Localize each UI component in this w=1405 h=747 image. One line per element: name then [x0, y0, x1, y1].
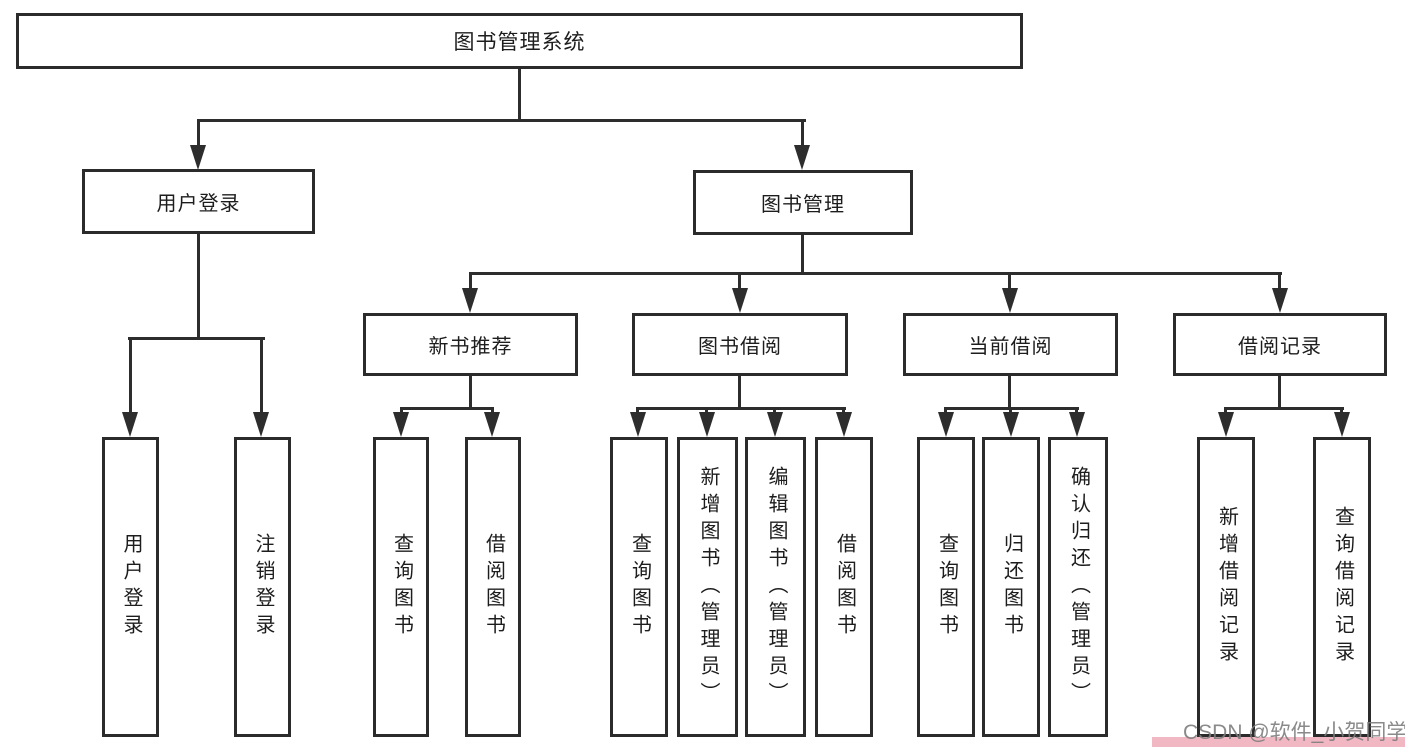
- connector-current-stem: [1008, 376, 1011, 409]
- leaf-confirm-return-admin: 确认归还（管理员）: [1048, 437, 1108, 737]
- connector-drop: [1340, 407, 1343, 415]
- node-book-management: 图书管理: [693, 170, 913, 235]
- arrow-down-icon: [836, 412, 852, 437]
- connector-drop-borrow-records: [1278, 272, 1281, 290]
- connector-drop: [636, 407, 639, 415]
- connector-borrow-stem: [738, 376, 741, 409]
- node-label: 图书管理系统: [453, 31, 586, 54]
- watermark-text: CSDN @软件_小贺同学: [1183, 721, 1405, 744]
- watermark-strip: [1152, 737, 1405, 747]
- connector-drop-leaf-login: [129, 337, 132, 415]
- node-label: 查询图书: [390, 533, 413, 641]
- arrow-down-icon: [1334, 412, 1350, 437]
- leaf-return-books: 归还图书: [982, 437, 1040, 737]
- node-label: 图书借阅: [698, 336, 782, 358]
- arrow-down-icon: [1002, 288, 1018, 313]
- node-root-system: 图书管理系统: [16, 13, 1023, 69]
- connector-drop: [491, 407, 494, 415]
- leaf-query-books-recommend: 查询图书: [373, 437, 429, 737]
- arrow-down-icon: [938, 412, 954, 437]
- connector-drop-book-mgmt: [801, 119, 804, 147]
- connector-drop: [773, 407, 776, 415]
- arrow-down-icon: [462, 288, 478, 313]
- connector-records-stem: [1278, 376, 1281, 409]
- leaf-query-borrow-record: 查询借阅记录: [1313, 437, 1371, 737]
- node-book-borrowing: 图书借阅: [632, 313, 848, 376]
- connector-records-bar: [1225, 407, 1344, 410]
- leaf-borrow-books: 借阅图书: [815, 437, 873, 737]
- arrow-down-icon: [699, 412, 715, 437]
- connector-drop: [842, 407, 845, 415]
- connector-drop: [1075, 407, 1078, 415]
- node-label: 借阅图书: [482, 533, 505, 641]
- arrow-down-icon: [1218, 412, 1234, 437]
- connector-drop: [1009, 407, 1012, 415]
- arrow-down-icon: [1272, 288, 1288, 313]
- node-current-borrowing: 当前借阅: [903, 313, 1118, 376]
- node-user-login: 用户登录: [82, 169, 315, 234]
- node-label: 借阅图书: [833, 533, 856, 641]
- node-label: 图书管理: [761, 194, 845, 216]
- node-label: 用户登录: [120, 533, 142, 641]
- connector-newbook-stem: [469, 376, 472, 409]
- arrow-down-icon: [630, 412, 646, 437]
- leaf-user-login: 用户登录: [102, 437, 159, 737]
- connector-root-bar: [197, 119, 806, 122]
- arrow-down-icon: [794, 145, 810, 170]
- connector-drop-new-book: [469, 272, 472, 290]
- arrow-down-icon: [1069, 412, 1085, 437]
- connector-drop-user-login: [197, 119, 200, 147]
- node-label: 查询图书: [628, 533, 651, 641]
- arrow-down-icon: [190, 145, 206, 170]
- connector-drop: [1224, 407, 1227, 415]
- connector-drop-book-borrow: [738, 272, 741, 290]
- node-label: 新增图书（管理员）: [697, 465, 719, 709]
- node-label: 新增借阅记录: [1215, 506, 1238, 668]
- arrow-down-icon: [484, 412, 500, 437]
- leaf-query-books-current: 查询图书: [917, 437, 975, 737]
- connector-login-stem: [197, 233, 200, 339]
- node-label: 确认归还（管理员）: [1067, 465, 1090, 709]
- connector-drop: [400, 407, 403, 415]
- arrow-down-icon: [732, 288, 748, 313]
- connector-borrow-bar: [637, 407, 846, 410]
- node-label: 用户登录: [156, 193, 241, 215]
- leaf-query-books-borrow: 查询图书: [610, 437, 668, 737]
- arrow-down-icon: [767, 412, 783, 437]
- node-new-book-recommend: 新书推荐: [363, 313, 578, 376]
- leaf-add-books-admin: 新增图书（管理员）: [677, 437, 738, 737]
- connector-drop: [944, 407, 947, 415]
- connector-drop-leaf-logout: [260, 337, 263, 415]
- arrow-down-icon: [253, 412, 269, 437]
- connector-root-stem: [518, 67, 521, 122]
- node-borrow-records: 借阅记录: [1173, 313, 1387, 376]
- connector-bookmgmt-stem: [801, 235, 804, 274]
- connector-current-bar: [945, 407, 1079, 410]
- connector-drop: [705, 407, 708, 415]
- connector-newbook-bar: [400, 407, 494, 410]
- node-label: 查询图书: [935, 533, 958, 641]
- node-label: 借阅记录: [1238, 336, 1322, 358]
- node-label: 当前借阅: [968, 336, 1053, 358]
- node-label: 编辑图书（管理员）: [765, 465, 787, 709]
- leaf-borrow-books-recommend: 借阅图书: [465, 437, 521, 737]
- arrow-down-icon: [1003, 412, 1019, 437]
- arrow-down-icon: [393, 412, 409, 437]
- leaf-add-borrow-record: 新增借阅记录: [1197, 437, 1255, 737]
- connector-login-bar: [128, 337, 265, 340]
- connector-bookmgmt-bar: [469, 272, 1282, 275]
- node-label: 查询借阅记录: [1331, 506, 1354, 668]
- node-label: 归还图书: [1000, 533, 1023, 641]
- node-label: 注销登录: [252, 533, 274, 641]
- connector-drop-current-borrow: [1008, 272, 1011, 290]
- node-label: 新书推荐: [428, 336, 513, 358]
- leaf-edit-books-admin: 编辑图书（管理员）: [745, 437, 806, 737]
- leaf-logout: 注销登录: [234, 437, 291, 737]
- arrow-down-icon: [122, 412, 138, 437]
